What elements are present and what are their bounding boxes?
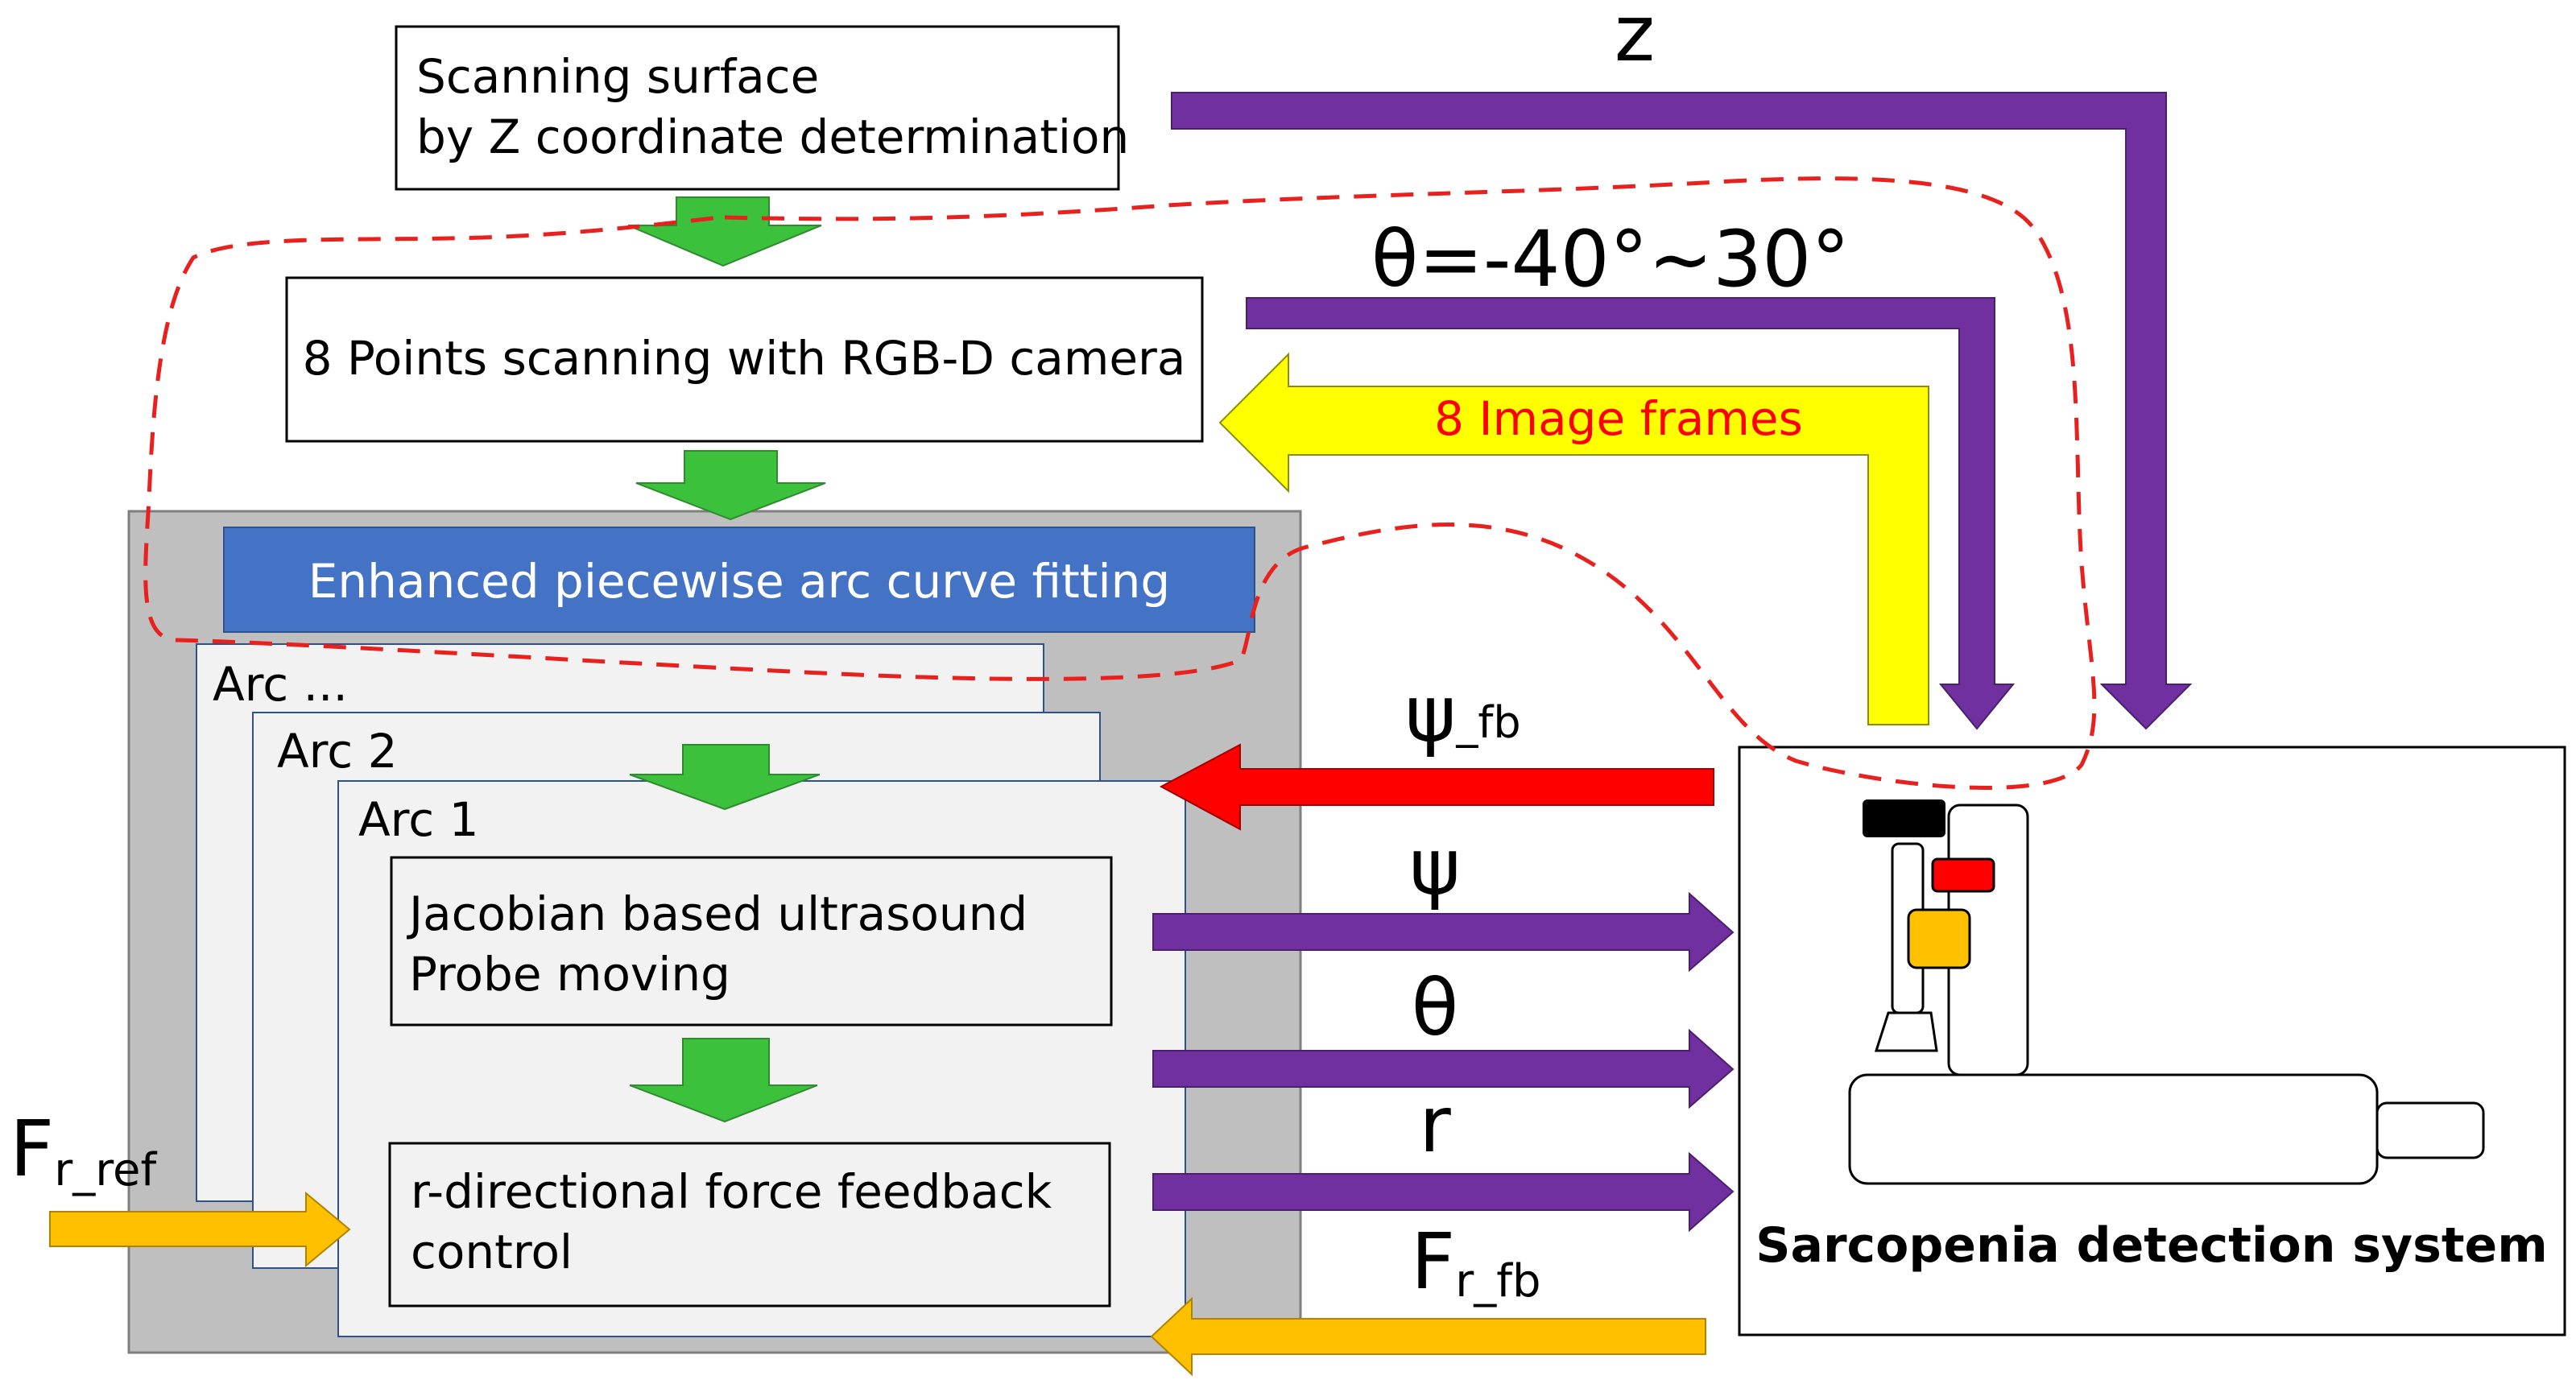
robot-red-joint bbox=[1931, 857, 1995, 893]
fr-fb-arrow bbox=[1150, 1296, 1706, 1377]
fr-ref-main: F bbox=[10, 1104, 54, 1194]
fr-fb-label: Fr_fb bbox=[1411, 1217, 1541, 1308]
r-arrow bbox=[1152, 1151, 1735, 1233]
ultrasound-probe-icon bbox=[1874, 1011, 1938, 1052]
force-feedback-box bbox=[388, 1142, 1111, 1308]
arc-n-label: Arc ... bbox=[213, 657, 348, 712]
flow-arrow-1 bbox=[627, 196, 822, 267]
arc-2-label: Arc 2 bbox=[277, 724, 397, 779]
z-command-arrow bbox=[1171, 92, 2193, 730]
psi-label: ψ bbox=[1409, 822, 1460, 912]
fr-ref-arrow bbox=[49, 1191, 351, 1268]
robot-probe-holder bbox=[1907, 908, 1971, 969]
robot-top-cap bbox=[1863, 799, 1945, 837]
scan-surface-box bbox=[395, 25, 1120, 191]
jacobian-box bbox=[390, 856, 1113, 1027]
psi-fb-main: ψ bbox=[1405, 669, 1456, 759]
arc-fitting-bar bbox=[223, 527, 1255, 633]
points-scanning-label: 8 Points scanning with RGB-D camera bbox=[303, 331, 1186, 386]
scan-surface-line2: by Z coordinate determination bbox=[416, 109, 1129, 164]
psi-fb-sub: _fb bbox=[1455, 697, 1520, 748]
theta-range-arrow bbox=[1246, 297, 2016, 730]
sarcopenia-system-box bbox=[1738, 746, 2566, 1336]
patient-bed bbox=[1848, 1073, 2379, 1185]
robot-illustration bbox=[1848, 799, 2485, 1185]
theta-arrow bbox=[1152, 1028, 1735, 1109]
scanning-loop-boundary bbox=[143, 176, 2097, 790]
theta-range-label: θ=-40°~30° bbox=[1371, 214, 1850, 304]
sarcopenia-system-title: Sarcopenia detection system bbox=[1755, 1217, 2547, 1274]
flow-arrow-2 bbox=[635, 450, 826, 521]
r-label: r bbox=[1419, 1080, 1451, 1170]
fr-ref-label: Fr_ref bbox=[10, 1104, 157, 1196]
jacobian-line2: Probe moving bbox=[409, 947, 730, 1002]
points-scanning-box bbox=[285, 276, 1204, 443]
fr-fb-sub: r_fb bbox=[1455, 1255, 1540, 1308]
arc-1-label: Arc 1 bbox=[358, 792, 478, 847]
theta-label: θ bbox=[1412, 963, 1459, 1053]
force-feedback-line1: r-directional force feedback bbox=[411, 1164, 1052, 1219]
psi-fb-label: ψ_fb bbox=[1405, 669, 1521, 759]
fr-fb-main: F bbox=[1411, 1217, 1455, 1307]
fr-ref-sub: r_ref bbox=[54, 1144, 157, 1196]
flow-arrow-3 bbox=[629, 744, 821, 811]
scan-surface-line1: Scanning surface bbox=[416, 49, 819, 104]
flow-arrow-4 bbox=[629, 1038, 818, 1123]
psi-fb-arrow bbox=[1159, 743, 1714, 831]
arc-fitting-label: Enhanced piecewise arc curve fitting bbox=[308, 554, 1170, 609]
jacobian-line1: Jacobian based ultrasound bbox=[407, 886, 1028, 941]
force-feedback-line2: control bbox=[411, 1225, 573, 1279]
z-label: z bbox=[1615, 0, 1655, 79]
psi-arrow bbox=[1152, 891, 1735, 973]
image-frames-arrow bbox=[1218, 352, 1929, 725]
bed-extension bbox=[2375, 1101, 2485, 1159]
image-frames-label: 8 Image frames bbox=[1434, 391, 1803, 446]
